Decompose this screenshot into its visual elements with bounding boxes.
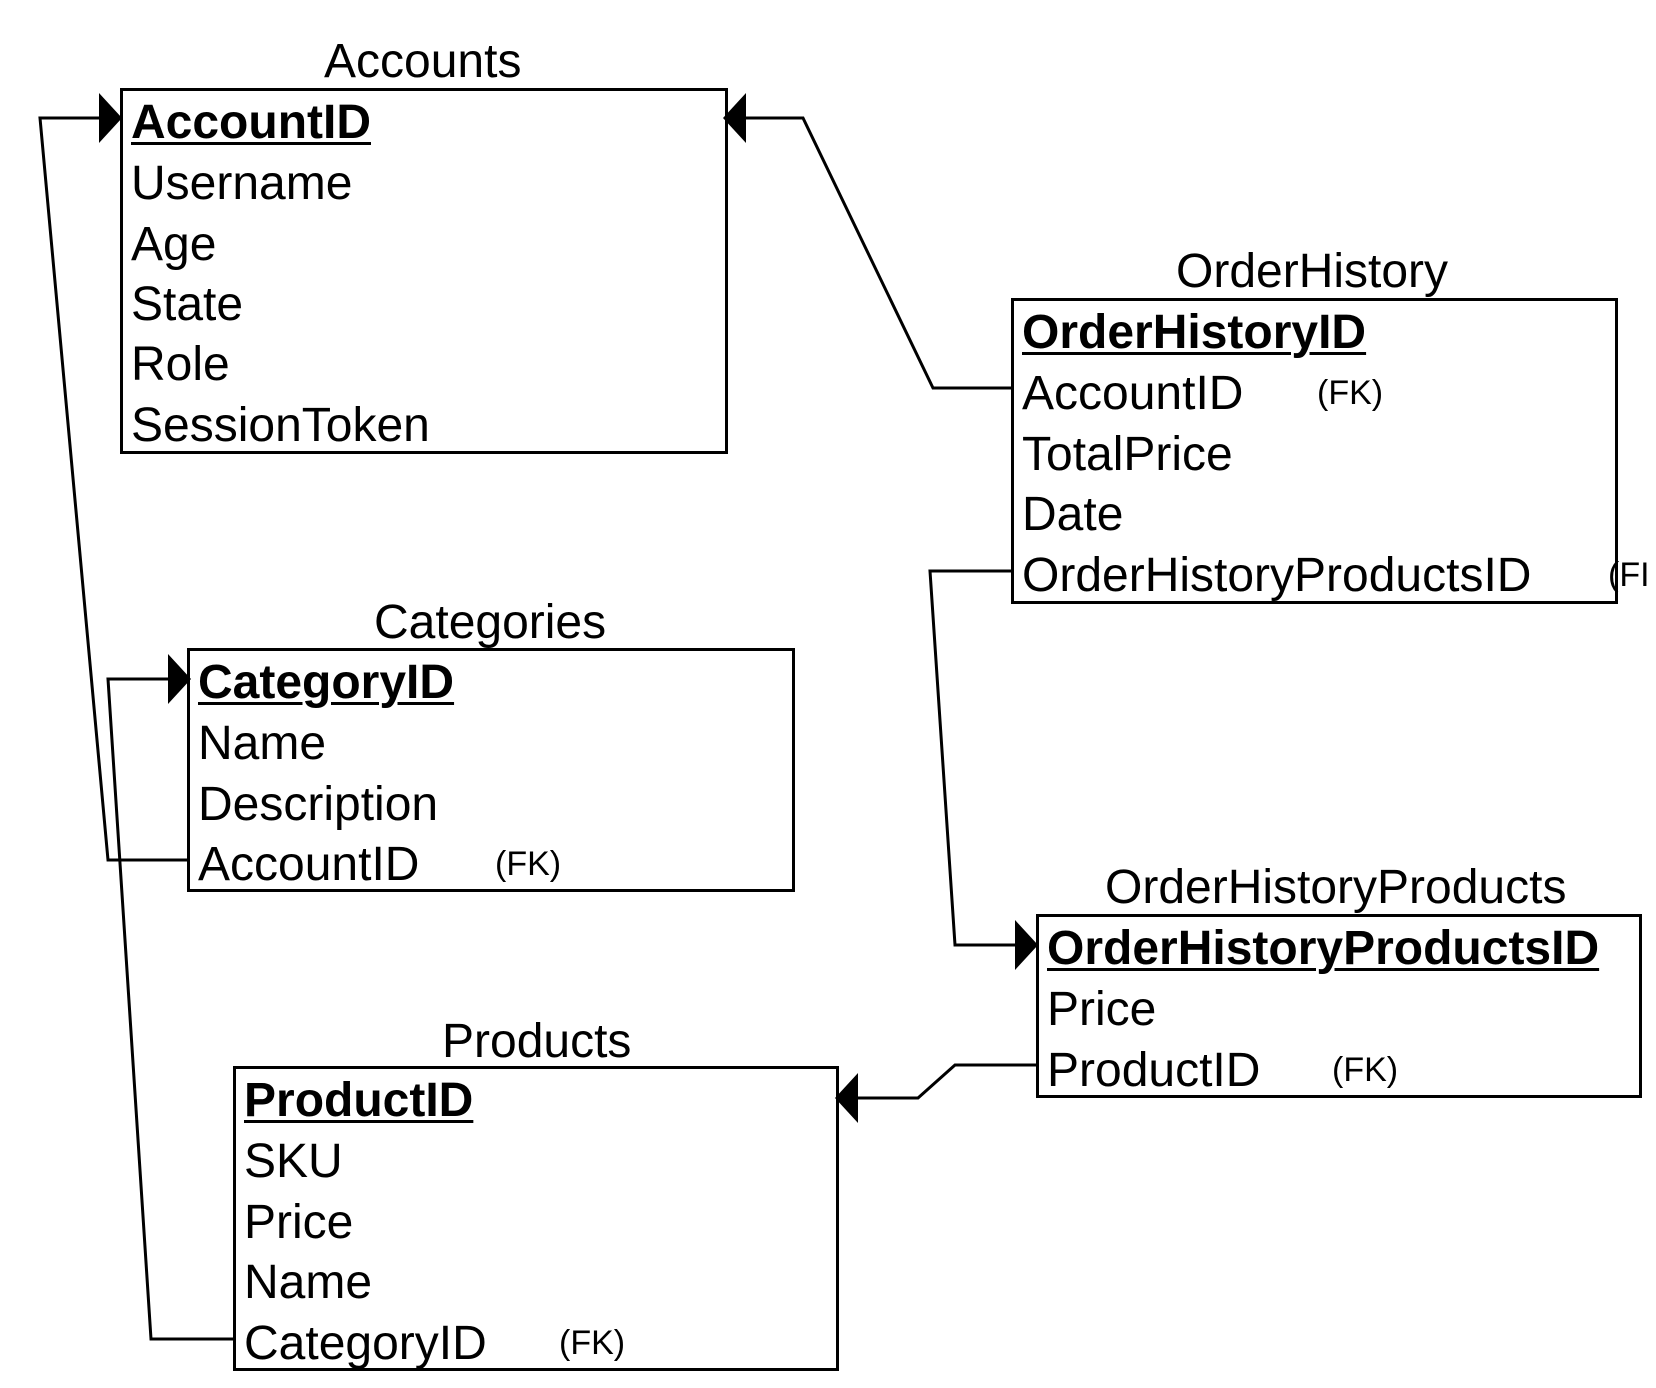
products-fk-label: (FK)	[559, 1324, 626, 1362]
rel-orderhistory-accountid-to-accounts	[730, 116, 1013, 390]
orderhistoryproducts-pk-id: OrderHistoryProductsID	[1047, 922, 1600, 975]
orderhistoryproducts-table[interactable]: OrderHistoryProductsID Price ProductID (…	[1036, 914, 1642, 1098]
arrowhead-ohproducts-left	[1015, 920, 1038, 970]
categories-field-accountid: AccountID	[198, 838, 420, 891]
accounts-table[interactable]: AccountID Username Age State Role Sessio…	[120, 88, 728, 454]
products-pk-productid: ProductID	[244, 1074, 474, 1127]
orderhistoryproducts-field-productid: ProductID	[1047, 1044, 1261, 1097]
arrowhead-products-right	[835, 1073, 858, 1123]
arrowhead-accounts-left	[99, 93, 122, 143]
products-field-price: Price	[244, 1196, 354, 1249]
rel-products-categoryid-to-categories	[106, 677, 233, 1341]
rel-orderhistory-ohpid-to-ohproducts	[928, 569, 1028, 947]
accounts-pk-accountid: AccountID	[131, 96, 371, 149]
orderhistory-fk-label-accountid: (FK)	[1317, 374, 1384, 412]
products-field-categoryid: CategoryID	[244, 1317, 487, 1370]
categories-fk-label: (FK)	[495, 845, 562, 883]
categories-title: Categories	[374, 596, 607, 649]
accounts-field-username: Username	[131, 157, 353, 210]
orderhistoryproducts-title: OrderHistoryProducts	[1105, 861, 1567, 914]
orderhistory-field-totalprice: TotalPrice	[1022, 428, 1233, 481]
orderhistory-table[interactable]: OrderHistoryID AccountID (FK) TotalPrice…	[1011, 298, 1648, 604]
orderhistoryproducts-fk-label: (FK)	[1332, 1051, 1399, 1089]
categories-pk-categoryid: CategoryID	[198, 656, 455, 709]
categories-field-description: Description	[198, 778, 439, 831]
products-table[interactable]: ProductID SKU Price Name CategoryID (FK)	[233, 1066, 839, 1371]
categories-table[interactable]: CategoryID Name Description AccountID (F…	[187, 648, 795, 892]
orderhistory-field-ohproductsid: OrderHistoryProductsID	[1022, 549, 1532, 602]
orderhistory-field-date: Date	[1022, 488, 1124, 541]
orderhistory-title: OrderHistory	[1176, 245, 1449, 298]
products-field-sku: SKU	[244, 1135, 343, 1188]
rel-ohproducts-productid-to-products	[842, 1063, 1036, 1100]
rel-categories-accountid-to-accounts	[38, 116, 187, 862]
orderhistoryproducts-field-price: Price	[1047, 983, 1157, 1036]
accounts-field-sessiontoken: SessionToken	[131, 399, 430, 452]
products-title: Products	[442, 1015, 632, 1068]
arrowhead-categories-left	[168, 654, 191, 704]
products-field-name: Name	[244, 1256, 373, 1309]
accounts-field-role: Role	[131, 338, 230, 391]
orderhistory-field-accountid: AccountID	[1022, 367, 1244, 420]
accounts-title: Accounts	[324, 35, 522, 88]
accounts-field-age: Age	[131, 218, 217, 271]
categories-field-name: Name	[198, 717, 327, 770]
orderhistory-fk-label-clipped: (FI	[1608, 558, 1648, 592]
arrowhead-accounts-right	[723, 93, 746, 143]
orderhistory-pk-orderhistoryid: OrderHistoryID	[1022, 306, 1367, 359]
accounts-field-state: State	[131, 278, 244, 331]
